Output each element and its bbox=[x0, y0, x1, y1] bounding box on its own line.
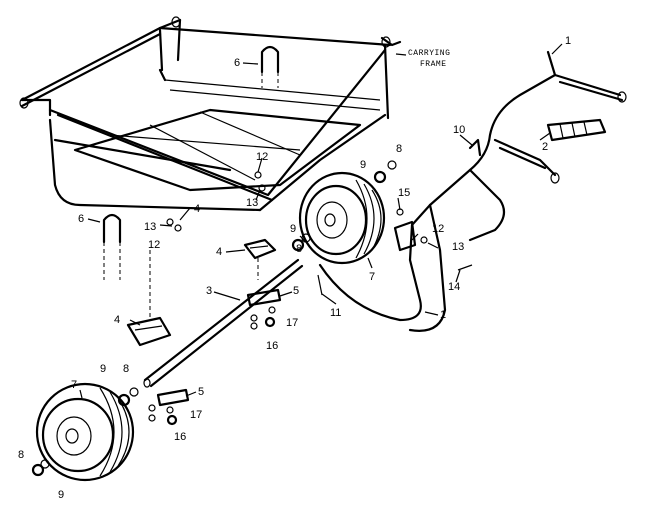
handle-grip bbox=[546, 118, 607, 142]
callout-8-left: 8 bbox=[123, 363, 129, 375]
callout-4-top: 4 bbox=[194, 203, 200, 215]
frame-label-line2: FRAME bbox=[420, 60, 447, 69]
callout-13-top: 13 bbox=[246, 197, 258, 209]
callout-7-left: 7 bbox=[71, 379, 77, 391]
callout-6-top: 6 bbox=[234, 57, 240, 69]
callout-9-left: 9 bbox=[100, 363, 106, 375]
callout-3: 3 bbox=[206, 285, 212, 297]
callout-8-top: 8 bbox=[396, 143, 402, 155]
clamp-lower bbox=[156, 388, 190, 407]
u-bolt-top bbox=[260, 45, 280, 74]
callout-12-left: 12 bbox=[148, 239, 160, 251]
callout-5-upper: 5 bbox=[293, 285, 299, 297]
axle-mount-plate-lower bbox=[126, 316, 172, 347]
callout-12-top: 12 bbox=[256, 151, 268, 163]
callout-11: 11 bbox=[330, 307, 341, 319]
clamp-upper bbox=[246, 288, 282, 307]
u-bolt-left bbox=[102, 213, 122, 244]
hardware-set bbox=[31, 160, 473, 477]
callout-7-right: 7 bbox=[369, 271, 375, 283]
callout-17-lower: 17 bbox=[190, 409, 202, 421]
callout-4-low: 4 bbox=[114, 314, 120, 326]
callout-2: 2 bbox=[542, 141, 548, 153]
callout-6-left: 6 bbox=[78, 213, 84, 225]
callout-9-mid: 9 bbox=[290, 223, 296, 235]
callout-9-bottom: 9 bbox=[58, 489, 64, 501]
callout-10: 10 bbox=[453, 124, 465, 136]
callout-1-handle: 1 bbox=[565, 35, 571, 47]
handle-bracket bbox=[468, 138, 482, 157]
handle-frame bbox=[318, 50, 627, 332]
callout-14: 14 bbox=[448, 281, 460, 293]
callout-8-bottom: 8 bbox=[18, 449, 24, 461]
callout-numbers: 1 1 2 3 4 4 4 5 5 6 6 7 7 8 8 8 8 9 9 9 … bbox=[18, 35, 571, 501]
callout-13-right: 13 bbox=[452, 241, 464, 253]
wheel-right bbox=[298, 171, 386, 265]
callout-8-mid: 8 bbox=[296, 243, 302, 255]
callout-9-top: 9 bbox=[360, 159, 366, 171]
callout-1-frame: 1 bbox=[440, 309, 446, 321]
mount-plate bbox=[393, 220, 417, 252]
callout-17-upper: 17 bbox=[286, 317, 298, 329]
callout-4-mid: 4 bbox=[216, 246, 222, 258]
axle-mount-plate-upper bbox=[243, 238, 277, 260]
callout-13-left: 13 bbox=[144, 221, 156, 233]
callout-5-lower: 5 bbox=[198, 386, 204, 398]
leader-lines bbox=[79, 43, 563, 399]
callout-15: 15 bbox=[398, 187, 410, 199]
callout-12-right: 12 bbox=[432, 223, 444, 235]
axle bbox=[143, 258, 304, 388]
callout-16-upper: 16 bbox=[266, 340, 278, 352]
callout-16-lower: 16 bbox=[174, 431, 186, 443]
frame-label-line1: CARRYING bbox=[408, 49, 450, 58]
carrying-frame bbox=[19, 16, 402, 212]
